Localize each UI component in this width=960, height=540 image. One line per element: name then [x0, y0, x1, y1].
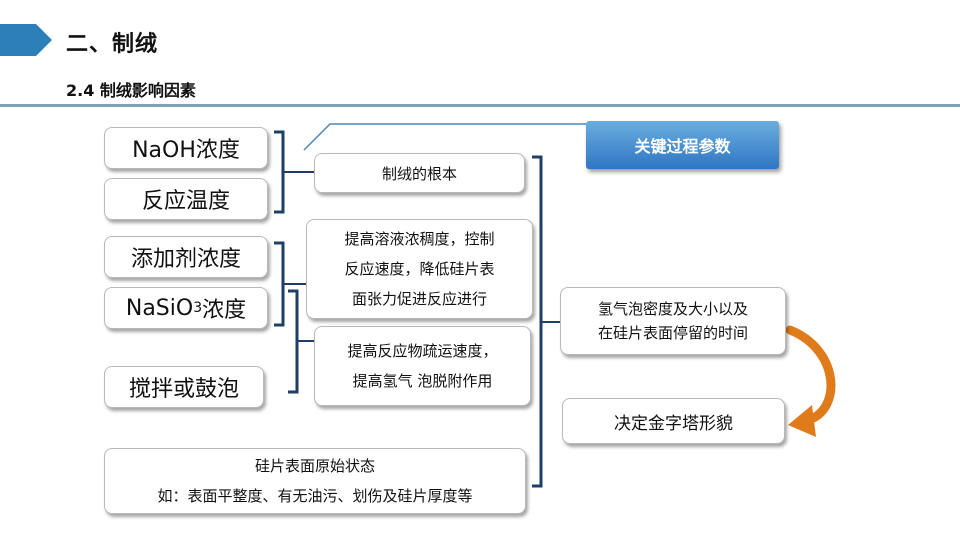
effect-viscosity-control: 提高溶液浓稠度，控制 反应速度，降低硅片表 面张力促进反应进行	[306, 219, 533, 319]
factor-naoh-concentration: NaOH浓度	[104, 127, 268, 169]
bracket-additive-nasio3	[274, 241, 285, 327]
wafer-surface-original-state: 硅片表面原始状态 如：表面平整度、有无油污、划伤及硅片厚度等	[104, 448, 526, 514]
factor-reaction-temperature: 反应温度	[104, 178, 268, 220]
section-subtitle: 2.4 制绒影响因素	[66, 81, 196, 100]
bracket-effects-surface	[532, 155, 543, 488]
bracket-naoh-temp	[274, 130, 285, 214]
result-pyramid-morphology: 决定金字塔形貌	[562, 398, 785, 444]
bracket-nasio3-stir	[288, 289, 299, 394]
result-hydrogen-bubble: 氢气泡密度及大小以及 在硅片表面停留的时间	[560, 287, 786, 355]
factor-additive-concentration: 添加剂浓度	[104, 236, 268, 278]
pointer-line-key-param	[303, 123, 586, 151]
key-process-parameter-label: 关键过程参数	[586, 121, 779, 169]
factor-stirring-bubbling: 搅拌或鼓泡	[104, 366, 264, 408]
effect-texturing-root: 制绒的根本	[314, 153, 525, 193]
orange-curved-arrow	[785, 325, 836, 437]
effect-transport-desorption: 提高反应物疏运速度， 提高氢气 泡脱附作用	[314, 326, 531, 406]
header-arrow-marker	[0, 24, 52, 56]
page-title: 二、制绒	[66, 32, 159, 57]
header-divider	[0, 104, 960, 107]
